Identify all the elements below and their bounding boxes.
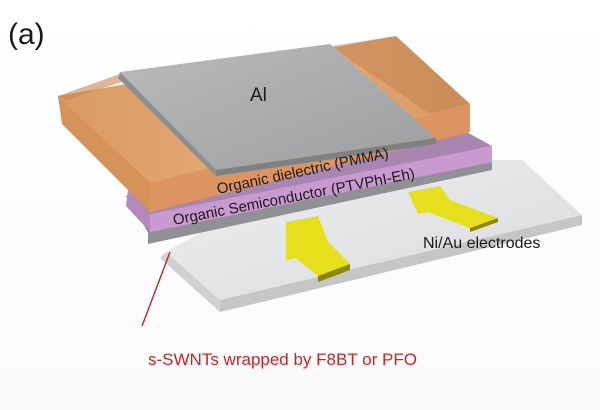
aluminum-electrode (118, 44, 436, 176)
gold-electrode-left (286, 216, 350, 276)
substrate-front-edge (220, 215, 582, 312)
al-label: Al (250, 85, 267, 106)
gold-electrodes (286, 186, 498, 282)
nanotube-label: s-SWNTs wrapped by F8BT or PFO (148, 350, 417, 369)
semiconductor-front (150, 146, 492, 232)
gold-electrode-right-edge (470, 218, 498, 232)
dielectric-left-dark-band (58, 74, 128, 100)
substrate-left-tail (160, 252, 220, 312)
dielectric-left (58, 96, 150, 212)
aluminum-front (216, 138, 436, 176)
semiconductor-left (126, 190, 150, 232)
dielectric-right-dark-band (330, 36, 470, 114)
nanotube-layer-front (148, 162, 492, 244)
electrodes-label: Ni/Au electrodes (423, 235, 540, 252)
gold-electrode-left-edge (318, 264, 350, 282)
aluminum-left (118, 72, 216, 176)
gold-electrode-right (408, 186, 498, 228)
nanotube-callout-line (141, 251, 171, 327)
panel-label: (a) (8, 18, 45, 51)
aluminum-top (120, 44, 436, 170)
